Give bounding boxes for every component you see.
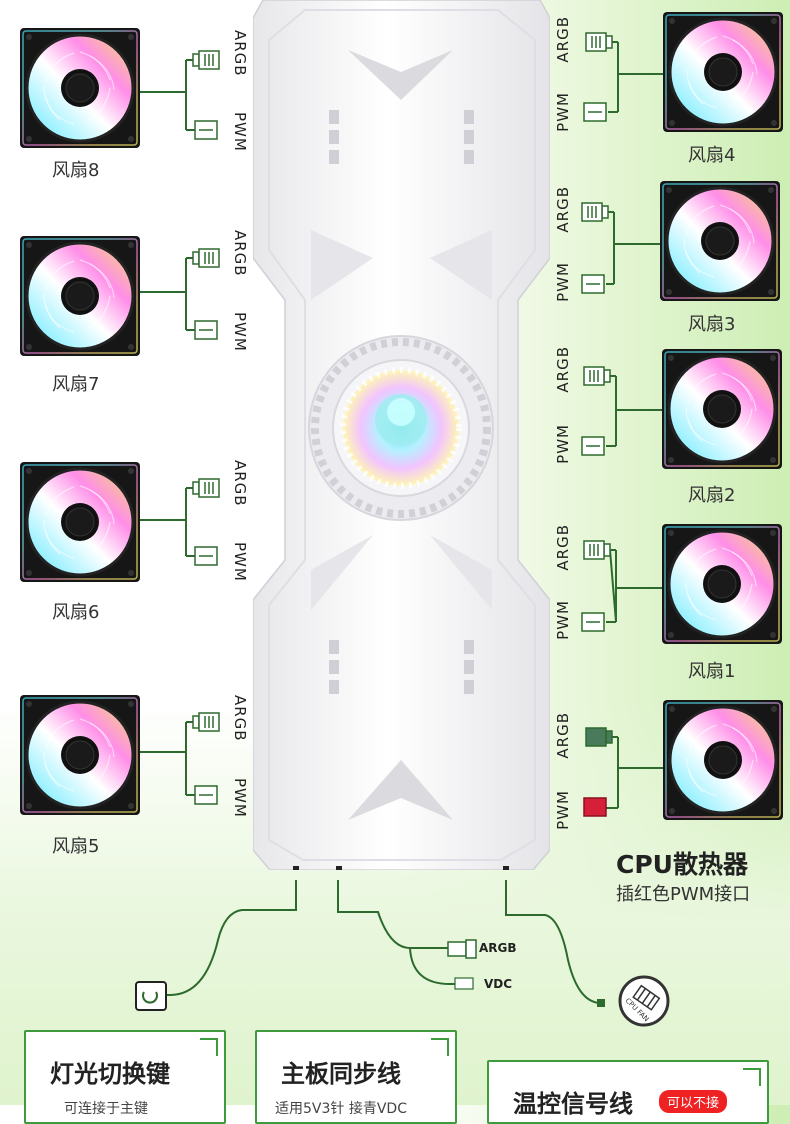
pwm-label: PWM (554, 262, 572, 302)
fan-8-label: 风扇8 (52, 160, 100, 181)
fan-5-label: 风扇5 (52, 836, 100, 857)
fan-1-label: 风扇1 (688, 661, 736, 682)
card-corner-decoration (743, 1068, 761, 1086)
temp-signal-title: 温控信号线 (513, 1090, 633, 1118)
argb-label: ARGB (554, 186, 572, 233)
pwm-label: PWM (231, 778, 249, 818)
fan-3-label: 风扇3 (688, 314, 736, 335)
argb-label: ARGB (554, 524, 572, 571)
fan-6-label: 风扇6 (52, 602, 100, 623)
argb-label: ARGB (554, 16, 572, 63)
argb-label: ARGB (554, 346, 572, 393)
argb-sync-label: ARGB (479, 941, 517, 955)
argb-label: ARGB (231, 460, 249, 507)
pwm-label: PWM (554, 92, 572, 132)
pwm-label: PWM (231, 542, 249, 582)
optional-badge: 可以不接 (659, 1090, 728, 1113)
pwm-label: PWM (231, 312, 249, 352)
fan-7-label: 风扇7 (52, 374, 100, 395)
argb-label: ARGB (231, 30, 249, 77)
pwm-label: PWM (554, 424, 572, 464)
cpu-cooler-subtitle: 插红色PWM接口 (616, 884, 751, 905)
mb-sync-text: 适用5V3针 接青VDC (275, 1101, 407, 1117)
pwm-label: PWM (554, 790, 572, 830)
temp-signal-card: 温控信号线 可以不接 (487, 1060, 769, 1124)
mb-sync-card: 主板同步线 适用5V3针 接青VDC (255, 1030, 457, 1124)
cpu-cooler-title: CPU散热器 (616, 850, 748, 879)
fan-2-label: 风扇2 (688, 485, 736, 506)
card-corner-decoration (200, 1038, 218, 1056)
mb-sync-title: 主板同步线 (281, 1060, 401, 1088)
light-key-text: 可连接于主键 (64, 1101, 148, 1117)
pwm-label: PWM (231, 112, 249, 152)
card-corner-decoration (431, 1038, 449, 1056)
argb-label: ARGB (554, 712, 572, 759)
vdc-label: VDC (484, 977, 513, 991)
argb-label: ARGB (231, 230, 249, 277)
fan-hub-controller (253, 0, 550, 870)
light-key-title: 灯光切换键 (50, 1060, 170, 1088)
light-key-card: 灯光切换键 可连接于主键 (24, 1030, 226, 1124)
fan-4-label: 风扇4 (688, 145, 736, 166)
pwm-label: PWM (554, 600, 572, 640)
argb-label: ARGB (231, 695, 249, 742)
